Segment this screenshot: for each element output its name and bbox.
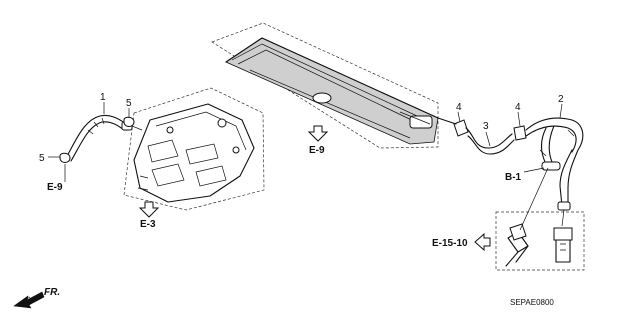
ref-e3: E-3 (140, 219, 156, 230)
manifold-group-box (123, 87, 265, 211)
diagram-code: SEPAE0800 (510, 298, 554, 307)
engine-cover (225, 37, 439, 145)
clip-4-right (513, 125, 527, 141)
intake-manifold (133, 103, 255, 203)
ref-e9-left: E-9 (47, 182, 63, 193)
ref-e15-10: E-15-10 (432, 238, 468, 249)
detail-inset (505, 223, 573, 267)
callout-part-3: 3 (483, 121, 489, 132)
callout-part-4-right: 4 (515, 102, 521, 113)
arrow-e3 (138, 201, 160, 218)
cover-group-box (211, 22, 439, 149)
callout-part-1: 1 (100, 92, 106, 103)
leader-detail-right (561, 209, 565, 227)
detail-group-box (495, 211, 585, 271)
leader-b1 (523, 167, 545, 173)
callout-part-5-upper: 5 (126, 98, 132, 109)
callout-part-2: 2 (558, 94, 564, 105)
arrow-e1510 (474, 232, 491, 252)
leader-detail-left (519, 167, 549, 231)
leader-part-4-right (517, 111, 521, 127)
front-direction-label: FR. (44, 287, 60, 298)
callout-part-5-lower: 5 (39, 153, 45, 164)
clip-4-left (453, 119, 469, 137)
clip-5-upper (123, 116, 135, 127)
pcv-hose-3 (437, 117, 515, 155)
front-direction-arrow (13, 291, 45, 309)
arrow-e9-center (307, 125, 329, 142)
leader-part-4-left (457, 111, 461, 123)
callout-part-4-left: 4 (456, 102, 462, 113)
ref-b1: B-1 (505, 172, 522, 183)
leader-part-2 (559, 103, 563, 119)
clip-5-lower (59, 152, 71, 172)
ref-e9-center: E-9 (309, 145, 325, 156)
hose-assembly-2 (525, 117, 584, 211)
leader-part-3 (485, 131, 491, 147)
